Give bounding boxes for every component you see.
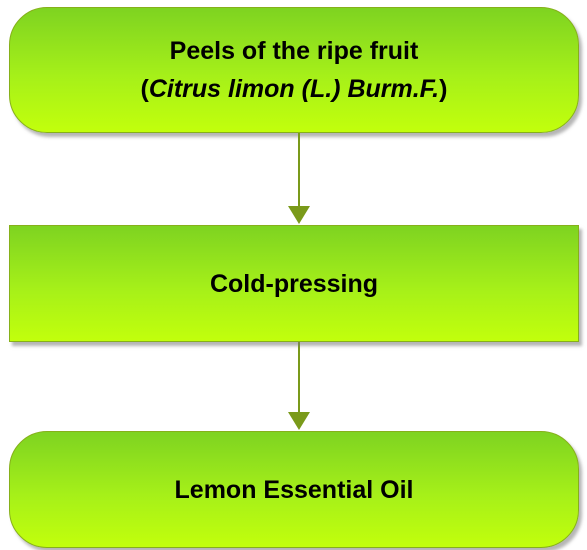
paren-close: ): [439, 75, 448, 103]
node-cold-pressing-label: Cold-pressing: [209, 269, 379, 298]
node-lemon-oil-label: Lemon Essential Oil: [174, 475, 414, 504]
flowchart-node-lemon-oil: Lemon Essential Oil: [9, 431, 579, 548]
flowchart-node-peels: Peels of the ripe fruit (Citrus limon (L…: [9, 7, 579, 133]
node-peels-species-line: (Citrus limon (L.) Burm.F.): [141, 70, 448, 108]
flowchart-node-cold-pressing: Cold-pressing: [9, 225, 579, 342]
paren-open: (: [140, 75, 149, 103]
species-name: Citrus limon (L.) Burm.F.: [148, 75, 440, 103]
arrowhead-1: [288, 206, 310, 224]
arrowhead-2: [288, 412, 310, 430]
node-peels-label: Peels of the ripe fruit: [169, 37, 419, 65]
